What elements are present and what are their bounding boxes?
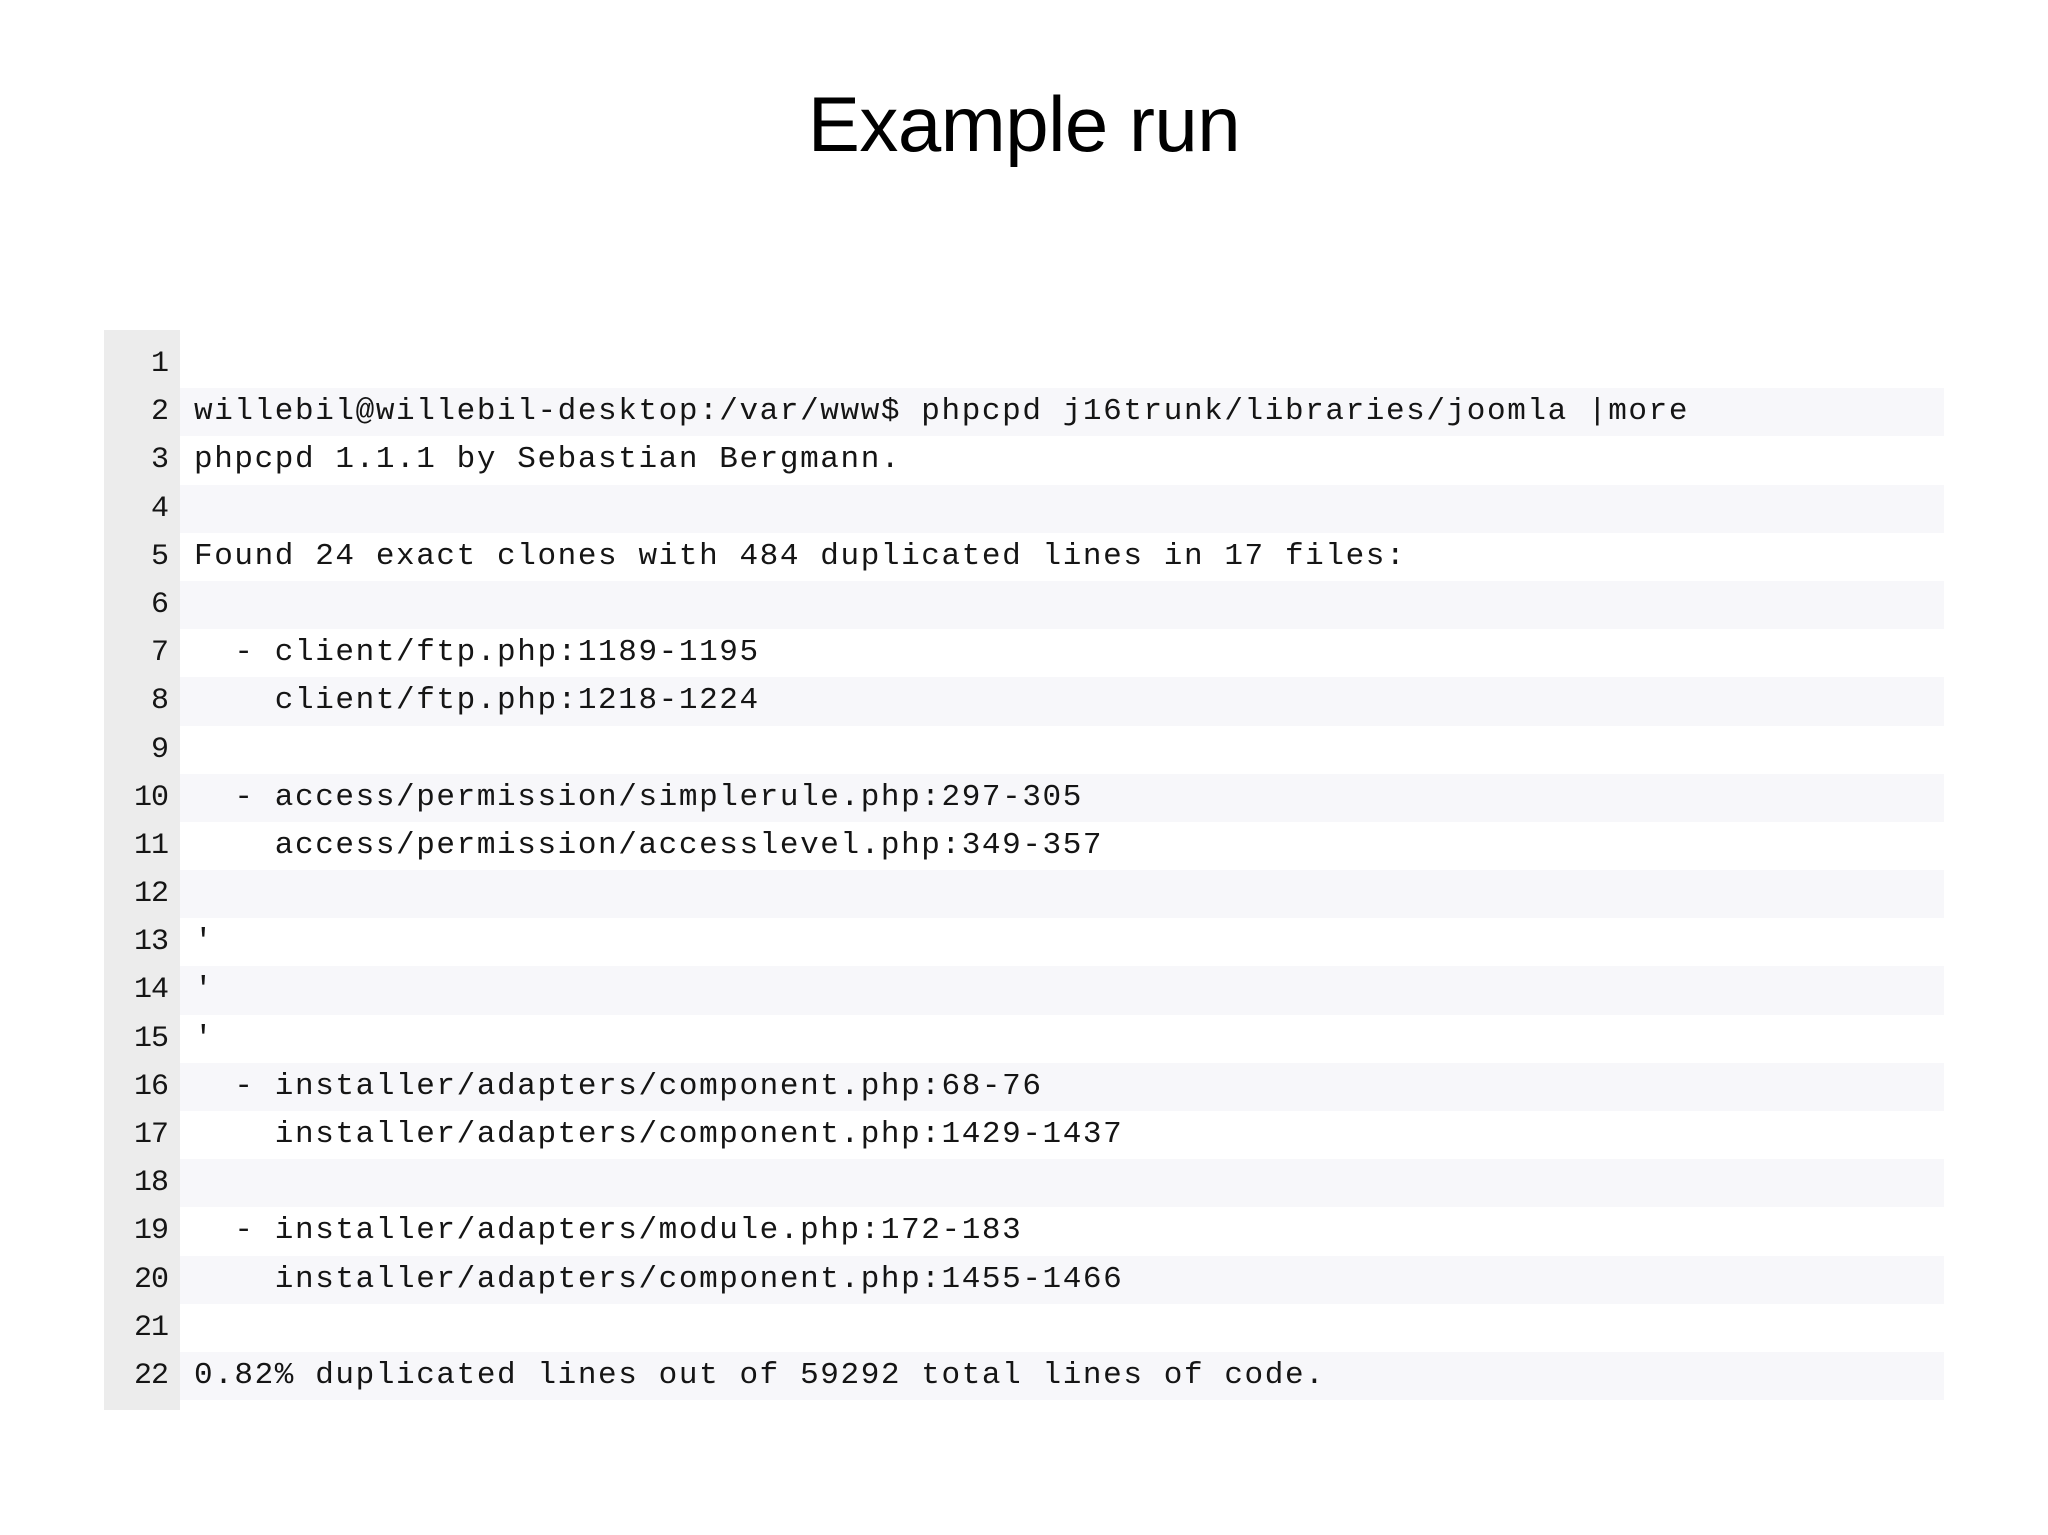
terminal-line [180,580,1944,630]
terminal-line [180,1159,1944,1208]
line-number: 9 [150,732,169,767]
line-number: 22 [133,1358,169,1393]
terminal-line: - installer/adapters/module.php:172-183 [180,1207,1944,1256]
line-number: 21 [133,1310,169,1345]
line-number: 12 [133,877,169,912]
line-number: 5 [150,539,169,574]
terminal-line [180,340,1944,389]
line-number: 6 [150,587,169,622]
terminal-line [180,870,1944,919]
terminal-line: ' [180,966,1944,1015]
terminal-line: Found 24 exact clones with 484 duplicate… [180,532,1944,581]
line-number: 8 [150,684,169,719]
line-number: 18 [133,1166,169,1201]
line-number: 13 [133,925,169,960]
line-number: 4 [150,491,169,526]
line-number: 1 [150,347,169,381]
terminal-line: willebil@willebil-desktop:/var/www$ phpc… [180,388,1944,437]
line-number: 15 [133,1021,169,1056]
line-number: 17 [133,1118,169,1152]
line-number: 2 [150,395,169,430]
terminal-line: installer/adapters/component.php:1429-14… [180,1111,1944,1160]
line-number: 14 [133,973,169,1008]
terminal-line: client/ftp.php:1218-1224 [180,677,1944,726]
line-number: 10 [133,780,169,815]
line-number: 16 [133,1069,169,1104]
terminal-line: access/permission/accesslevel.php:349-35… [180,821,1944,871]
terminal-line: 0.82% duplicated lines out of 59292 tota… [180,1351,1944,1401]
line-number: 11 [133,828,169,863]
terminal-line [180,1303,1944,1352]
terminal-line: - installer/adapters/component.php:68-76 [180,1062,1944,1111]
line-number: 3 [150,443,169,478]
terminal-line: - client/ftp.php:1189-1195 [180,629,1944,678]
terminal-line: ' [180,1014,1944,1063]
line-number: 19 [133,1214,169,1249]
terminal-line: - access/permission/simplerule.php:297-3… [180,773,1944,822]
terminal-line [180,484,1944,533]
line-number: 20 [133,1262,169,1297]
terminal-output: willebil@willebil-desktop:/var/www$ phpc… [180,330,1944,1411]
terminal-line [180,725,1944,774]
terminal-line: phpcpd 1.1.1 by Sebastian Bergmann. [180,436,1944,485]
terminal-line: ' [180,918,1944,967]
terminal-line: installer/adapters/component.php:1455-14… [180,1255,1944,1304]
page-title: Example run [807,80,1241,169]
line-number: 7 [150,636,169,671]
